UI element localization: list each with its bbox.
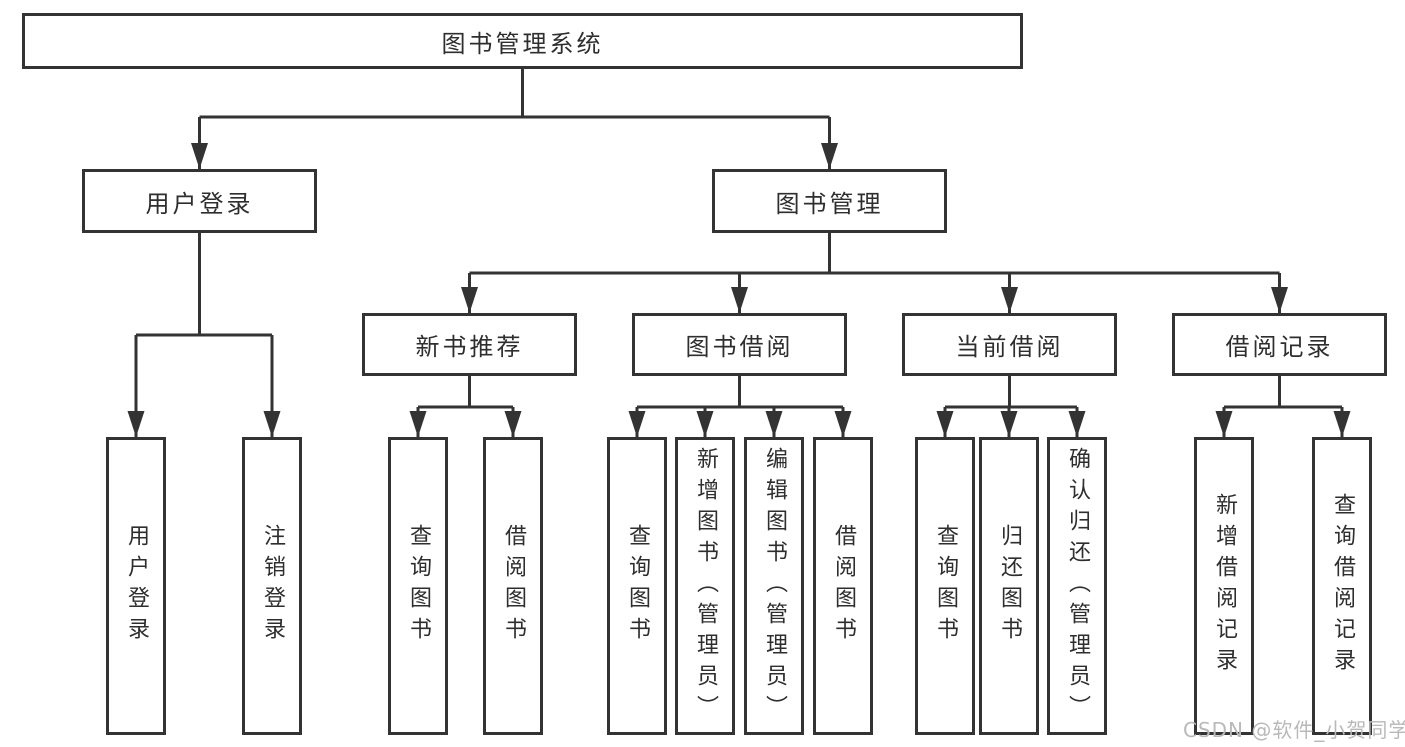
connector-trunk	[136, 233, 272, 337]
node-label: 借阅记录	[1225, 333, 1334, 361]
node-label: 图书借阅	[685, 333, 794, 361]
node-label: 借阅图书	[831, 524, 856, 648]
connector-trunk	[469, 233, 1280, 275]
node-label: 确认归还（管理员）	[1065, 446, 1090, 726]
node-library-management-system: 图书管理系统	[22, 13, 1023, 69]
connector-trunk	[637, 376, 843, 409]
leaf-borrow-books-recommend: 借阅图书	[483, 437, 543, 735]
node-book-borrowing: 图书借阅	[632, 313, 847, 376]
connector-trunk	[945, 376, 1077, 409]
node-label: 用户登录	[145, 189, 254, 218]
connector-root-to-level2	[191, 69, 838, 169]
connector-book-borrow-children	[628, 376, 852, 437]
connector-new-book-children	[409, 376, 522, 437]
leaf-query-books-current: 查询图书	[915, 437, 975, 735]
leaf-query-books-borrow: 查询图书	[607, 437, 667, 735]
leaf-logout: 注销登录	[242, 437, 302, 735]
node-label: 查询借阅记录	[1330, 493, 1355, 679]
connector-borrow-records-children	[1215, 376, 1351, 437]
connector-current-borrow-children	[936, 376, 1086, 437]
node-label: 查询图书	[406, 524, 431, 648]
node-label: 图书管理	[775, 189, 884, 218]
leaf-add-book-admin: 新增图书（管理员）	[675, 437, 735, 735]
node-label: 新增借阅记录	[1212, 493, 1237, 679]
node-label: 图书管理系统	[441, 29, 604, 58]
node-label: 归还图书	[997, 524, 1022, 648]
node-label: 新增图书（管理员）	[693, 446, 718, 726]
leaf-query-books-recommend: 查询图书	[388, 437, 448, 735]
node-current-borrowing: 当前借阅	[902, 313, 1117, 376]
node-label: 用户登录	[124, 524, 149, 648]
connector-trunk	[199, 69, 830, 119]
node-label: 当前借阅	[955, 333, 1064, 361]
node-borrowing-records: 借阅记录	[1172, 313, 1387, 376]
connector-trunk	[1224, 376, 1342, 409]
node-label: 借阅图书	[501, 524, 526, 648]
leaf-edit-book-admin: 编辑图书（管理员）	[744, 437, 804, 735]
node-label: 新书推荐	[415, 333, 524, 361]
leaf-borrow-books: 借阅图书	[813, 437, 873, 735]
node-label: 编辑图书（管理员）	[762, 446, 787, 726]
node-user-login: 用户登录	[82, 169, 317, 233]
connector-trunk	[418, 376, 513, 409]
node-label: 查询图书	[933, 524, 958, 648]
connector-book-management-to-level3	[461, 233, 1288, 313]
node-label: 查询图书	[625, 524, 650, 648]
leaf-query-borrow-record: 查询借阅记录	[1312, 437, 1372, 735]
connector-user-login-children	[127, 233, 281, 437]
leaf-confirm-return-admin: 确认归还（管理员）	[1047, 437, 1107, 735]
node-book-management: 图书管理	[712, 169, 947, 233]
csdn-watermark: CSDN @软件_小贺同学	[1183, 718, 1405, 742]
node-label: 注销登录	[260, 524, 285, 648]
leaf-add-borrow-record: 新增借阅记录	[1194, 437, 1254, 735]
leaf-return-book: 归还图书	[979, 437, 1039, 735]
node-new-book-recommendation: 新书推荐	[362, 313, 577, 376]
leaf-user-login: 用户登录	[106, 437, 166, 735]
